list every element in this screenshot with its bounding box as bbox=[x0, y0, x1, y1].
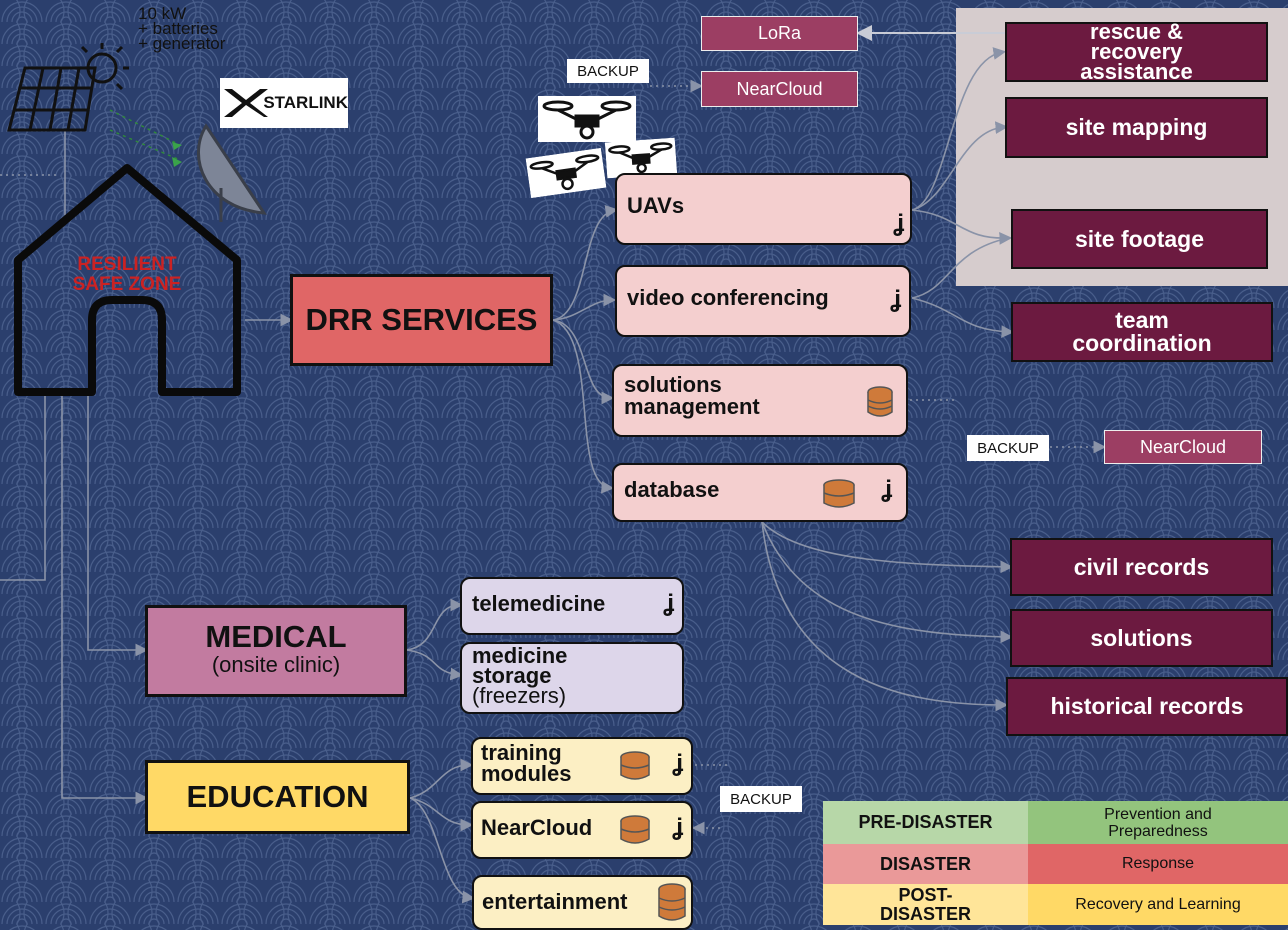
output-rescue-line: rescue & bbox=[1090, 19, 1183, 44]
legend-phase-post-disaster: POST-DISASTER bbox=[823, 884, 1028, 925]
database-service: database ʝ bbox=[612, 463, 908, 522]
phase-legend: PRE-DISASTER Prevention and Preparedness… bbox=[823, 801, 1288, 925]
legend-phase-pre-disaster: PRE-DISASTER bbox=[823, 801, 1028, 844]
solar-panel-icon bbox=[7, 43, 129, 132]
solutions-management-service: solutions management bbox=[612, 364, 908, 437]
legend-description-pre-disaster: Prevention and Preparedness bbox=[1028, 801, 1288, 844]
power-spec-line: 10 kW bbox=[138, 4, 187, 23]
database-label: database bbox=[624, 477, 720, 502]
nearcloud-link-top: NearCloud bbox=[701, 71, 858, 107]
output-rescue-line: recovery bbox=[1090, 39, 1183, 64]
database-icon bbox=[823, 479, 855, 508]
telemedicine-label: telemedicine bbox=[472, 591, 606, 616]
database-icon bbox=[867, 386, 893, 417]
output-team-line: coordination bbox=[1072, 330, 1212, 356]
starlink-logo: STARLINK bbox=[220, 78, 348, 128]
entertainment-service: entertainment bbox=[472, 875, 693, 930]
output-solutions: solutions bbox=[1010, 609, 1273, 667]
uavs-label: UAVs bbox=[627, 193, 685, 218]
medical-sublabel: (onsite clinic) bbox=[211, 652, 341, 677]
power-specs: 10 kW + batteries + generator bbox=[138, 4, 226, 53]
database-icon bbox=[658, 883, 686, 921]
output-civil-records: civil records bbox=[1010, 538, 1273, 596]
database-icon bbox=[620, 751, 650, 780]
medical-category: MEDICAL (onsite clinic) bbox=[145, 605, 407, 697]
nearcloud-service-label: NearCloud bbox=[481, 815, 593, 840]
training-modules-service: training modules ʝ bbox=[471, 737, 693, 795]
output-site-mapping: site mapping bbox=[1005, 97, 1268, 158]
output-historical-records: historical records bbox=[1006, 677, 1288, 736]
house-label-line1: RESILIENT bbox=[77, 254, 177, 275]
medicine-storage-label-line2: storage bbox=[472, 663, 552, 688]
medical-label: MEDICAL bbox=[205, 619, 347, 654]
wifi-icon: ʝ bbox=[889, 286, 901, 313]
nearcloud-service: NearCloud ʝ bbox=[471, 801, 693, 859]
drr-services-category: DRR SERVICES bbox=[290, 274, 553, 366]
output-site-footage: site footage bbox=[1011, 209, 1268, 269]
drr-services-label: DRR SERVICES bbox=[305, 302, 538, 337]
education-label: EDUCATION bbox=[186, 779, 369, 814]
backup-label-top: BACKUP bbox=[567, 59, 649, 83]
satellite-dish-icon bbox=[197, 123, 267, 222]
output-team-line: team bbox=[1115, 307, 1169, 333]
education-category: EDUCATION bbox=[145, 760, 410, 834]
drone-icon bbox=[525, 147, 607, 199]
medicine-storage-label-line1: medicine bbox=[472, 643, 568, 668]
power-spec-line: + batteries bbox=[138, 19, 218, 38]
wifi-icon: ʝ bbox=[892, 210, 904, 237]
entertainment-label: entertainment bbox=[482, 889, 628, 914]
medicine-storage-service: medicine storage (freezers) bbox=[460, 642, 684, 714]
telemedicine-service: telemedicine ʝ bbox=[460, 577, 684, 635]
video-conferencing-service: video conferencing ʝ bbox=[615, 265, 911, 337]
backup-label-mid: BACKUP bbox=[967, 435, 1049, 461]
wifi-icon: ʝ bbox=[880, 476, 892, 503]
output-rescue-recovery: rescue & recovery assistance bbox=[1005, 19, 1268, 84]
output-team-coordination: team coordination bbox=[1011, 302, 1273, 362]
drone-icon bbox=[604, 137, 678, 179]
training-modules-label-line1: training bbox=[481, 740, 562, 765]
drone-icon bbox=[538, 96, 636, 142]
nearcloud-link-mid: NearCloud bbox=[1104, 430, 1262, 464]
solutions-management-label-line1: solutions bbox=[624, 372, 722, 397]
legend-description-disaster: Response bbox=[1028, 844, 1288, 884]
legend-description-post-disaster: Recovery and Learning bbox=[1028, 884, 1288, 925]
wifi-icon: ʝ bbox=[671, 750, 683, 777]
power-spec-line: + generator bbox=[138, 34, 226, 53]
starlink-label: STARLINK bbox=[263, 93, 348, 112]
video-conferencing-label: video conferencing bbox=[627, 285, 829, 310]
lora-link: LoRa bbox=[701, 16, 858, 51]
house-label-line2: SAFE ZONE bbox=[73, 274, 182, 295]
backup-label-bottom: BACKUP bbox=[720, 786, 802, 812]
starlink-x-icon bbox=[224, 89, 268, 117]
solutions-management-label-line2: management bbox=[624, 394, 760, 419]
house-icon: RESILIENT SAFE ZONE bbox=[14, 164, 241, 396]
medicine-storage-sublabel: (freezers) bbox=[472, 683, 567, 708]
legend-phase-disaster: DISASTER bbox=[823, 844, 1028, 884]
wifi-icon: ʝ bbox=[662, 590, 674, 617]
database-icon bbox=[620, 815, 650, 844]
wifi-icon: ʝ bbox=[671, 814, 683, 841]
training-modules-label-line2: modules bbox=[481, 761, 572, 786]
output-rescue-line: assistance bbox=[1080, 59, 1193, 84]
uavs-service: UAVs ʝ bbox=[615, 173, 912, 245]
